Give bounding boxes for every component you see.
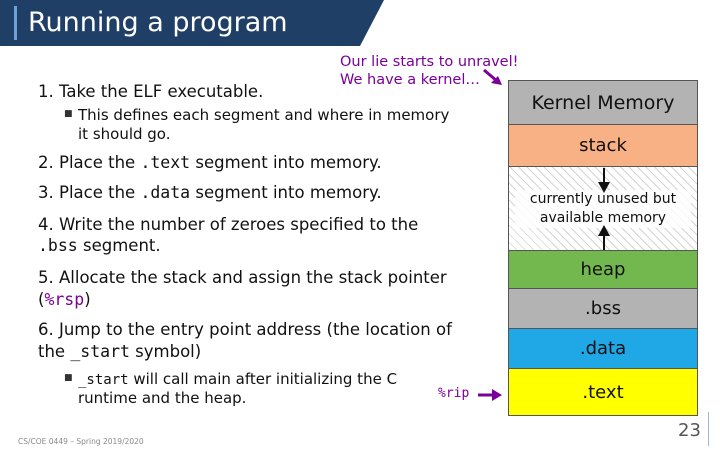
step-6-detail-code: _start <box>78 372 129 388</box>
step-6-text: the <box>38 342 71 361</box>
step-4-tail: segment. <box>77 236 161 255</box>
step-6-code: _start <box>70 342 130 361</box>
stack-growth-arrow-icon <box>598 168 610 193</box>
step-6-detail-text: will call main after initializing the C <box>128 370 398 388</box>
segment-heap-label: heap <box>580 259 626 280</box>
segment-text: .text <box>509 369 697 415</box>
step-6: 6. Jump to the entry point address (the … <box>38 320 452 339</box>
step-6-detail-a: _start will call main after initializing… <box>78 370 397 389</box>
heap-growth-arrow-icon <box>598 225 610 250</box>
title-accent-bar <box>14 6 17 40</box>
slide-footer: CS/COE 0449 – Spring 2019/2020 <box>18 437 144 446</box>
step-5-open: ( <box>38 290 45 309</box>
memory-layout-diagram: Kernel Memory stack currently unused but… <box>508 80 698 416</box>
step-6-cont: the _start symbol) <box>38 341 201 363</box>
step-2-text: 2. Place the <box>38 153 141 172</box>
step-3-code: .data <box>140 183 191 202</box>
step-5-close: ) <box>84 290 91 309</box>
step-3-tail: segment into memory. <box>190 183 382 202</box>
segment-bss: .bss <box>509 289 697 329</box>
step-3-text: 3. Place the <box>38 183 141 202</box>
step-4: 4. Write the number of zeroes specified … <box>38 215 419 234</box>
kernel-callout: Our lie starts to unravel! We have a ker… <box>340 53 518 89</box>
step-1-detail-a: This defines each segment and where in m… <box>78 106 450 124</box>
segment-bss-label: .bss <box>585 298 621 319</box>
bullet-icon: ■ <box>64 373 73 383</box>
rip-label: %rip <box>438 386 470 401</box>
step-5: 5. Allocate the stack and assign the sta… <box>38 268 447 287</box>
step-1-detail-b: it should go. <box>78 125 171 143</box>
slide-title-bar: Running a program <box>0 0 384 46</box>
step-5-cont: (%rsp) <box>38 289 91 311</box>
segment-heap: heap <box>509 251 697 289</box>
step-5-code: %rsp <box>44 290 85 309</box>
segment-stack-label: stack <box>579 135 627 156</box>
step-3: 3. Place the .data segment into memory. <box>38 182 382 204</box>
step-4-cont: .bss segment. <box>38 235 161 257</box>
slide-number: 23 <box>678 420 701 441</box>
callout-arrow-icon <box>483 68 502 85</box>
slide-title: Running a program <box>28 7 288 38</box>
step-2-tail: segment into memory. <box>190 153 382 172</box>
segment-data: .data <box>509 329 697 369</box>
step-6-detail-b: runtime and the heap. <box>78 389 247 407</box>
step-4-code: .bss <box>38 236 78 255</box>
segment-unused-label: currently unused but available memory <box>515 189 691 228</box>
segment-data-label: .data <box>579 338 627 359</box>
page-corner-line <box>708 412 709 446</box>
callout-line-1: Our lie starts to unravel! <box>340 54 519 70</box>
segment-kernel-memory: Kernel Memory <box>509 81 697 125</box>
step-2-code: .text <box>140 153 191 172</box>
bullet-icon: ■ <box>64 109 73 119</box>
segment-stack: stack <box>509 125 697 167</box>
rip-arrow-icon <box>478 389 502 401</box>
callout-line-2: We have a kernel… <box>340 72 480 88</box>
segment-text-label: .text <box>582 381 624 403</box>
step-1: 1. Take the ELF executable. <box>38 82 264 101</box>
step-2: 2. Place the .text segment into memory. <box>38 152 382 174</box>
segment-kernel-label: Kernel Memory <box>531 91 675 114</box>
step-6-tail: symbol) <box>129 342 202 361</box>
